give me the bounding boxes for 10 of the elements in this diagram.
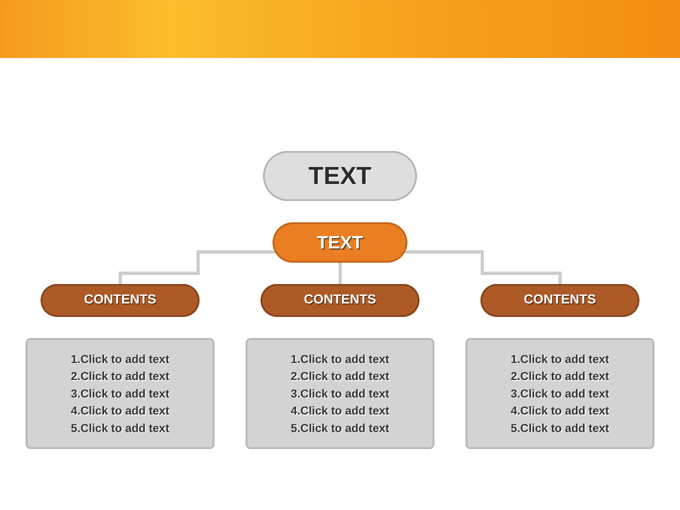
category-header: CONTENTS	[260, 284, 420, 317]
category-header: CONTENTS	[480, 284, 640, 317]
heading-banner: TEXT	[263, 150, 417, 202]
connector-line	[118, 250, 276, 287]
connector-line	[404, 250, 562, 287]
text-panel: 1.Click to add text 2.Click to add text 3.Click to add text 4.Click to add text 5.Click to add text	[466, 338, 654, 450]
text-panel: 1.Click to add text 2.Click to add text 3.Click to add text 4.Click to add text 5.Click to add text	[26, 338, 214, 450]
root-node: TEXT	[272, 222, 408, 263]
category-header: CONTENTS	[40, 284, 200, 317]
text-panel: 1.Click to add text 2.Click to add text 3.Click to add text 4.Click to add text 5.Click to add text	[246, 338, 434, 450]
